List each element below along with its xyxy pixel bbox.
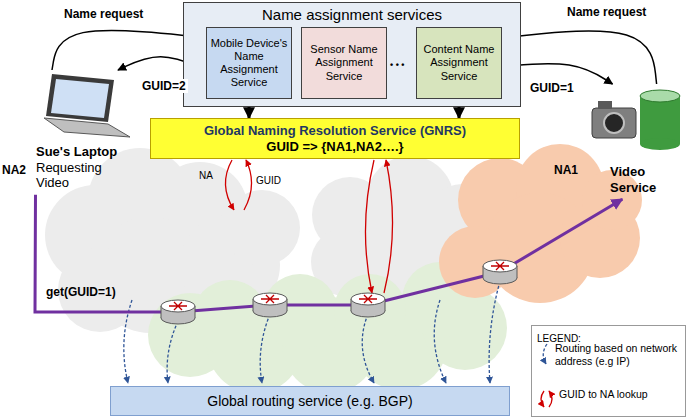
legend-sample	[537, 342, 557, 368]
node-title: Sue's Laptop	[36, 144, 138, 160]
router-top	[483, 260, 517, 272]
router-icon	[161, 300, 195, 324]
node-subtitle: GUID => {NA1,NA2….}	[266, 139, 403, 155]
network-cloud	[45, 148, 300, 333]
label-box: GUID	[256, 170, 281, 188]
node-subtitle: Requesting Video	[36, 160, 138, 191]
legend-item: GUID to NA lookup	[537, 388, 683, 401]
node-title: Global routing service (e.g. BGP)	[207, 393, 412, 410]
legend-loop-arrow	[549, 391, 552, 407]
edge-label: GUID=1	[528, 81, 576, 95]
database-bottom	[640, 138, 680, 150]
ellipsis-mark: • • •	[390, 60, 404, 70]
router-icon	[483, 260, 517, 284]
label-box: NA	[199, 165, 213, 183]
camera-body	[592, 108, 636, 138]
node-title: Name assignment services	[188, 6, 516, 24]
routing-arrow	[260, 314, 270, 383]
legend-text: GUID to NA lookup	[559, 388, 683, 401]
laptop-screen-frame	[46, 74, 114, 122]
service-box: Content Name Assignment Service	[416, 27, 502, 99]
node-title: Mobile Device's Name Assignment Service	[210, 37, 288, 90]
node-title: Sensor Name Assignment Service	[305, 43, 383, 83]
connector-arrow	[502, 31, 657, 84]
router-arrows	[491, 262, 509, 270]
edge-label-box: get(GUID=1)	[44, 282, 118, 300]
laptop-client: Sue's LaptopRequesting Video	[30, 70, 140, 195]
node-title: Content Name Assignment Service	[420, 43, 498, 83]
router-top	[253, 293, 287, 305]
camera-lens	[604, 113, 624, 133]
router-arrows	[261, 295, 279, 303]
legend-dashed-arrow	[543, 344, 547, 364]
routing-arrow	[434, 300, 446, 383]
router-top	[161, 300, 195, 312]
lookup-arrow	[225, 160, 234, 210]
lookup-arrow	[244, 160, 252, 210]
edge-label-box: Name request	[565, 2, 648, 20]
address-label: NA2	[2, 163, 26, 177]
router-arrows	[359, 295, 377, 303]
edge-label-box: GUID=1	[528, 78, 576, 96]
edge-label: GUID=2	[140, 79, 188, 93]
request-path	[35, 195, 622, 312]
video-server: Video Service	[588, 84, 686, 199]
router-icon	[253, 293, 287, 317]
routing-service-bar: Global routing service (e.g. BGP)	[110, 386, 510, 416]
camera-icon	[588, 84, 686, 162]
edge-label-box: Name request	[62, 4, 145, 22]
legend-loop-arrow	[541, 391, 544, 407]
routing-arrow	[362, 314, 374, 383]
cloud-lobe	[192, 280, 268, 356]
laptop-icon	[30, 70, 140, 142]
service-box: Mobile Device's Name Assignment Service	[206, 27, 292, 99]
router-icon	[351, 293, 385, 317]
router-top	[351, 293, 385, 305]
service-box: Sensor Name Assignment Service	[301, 27, 387, 99]
label-box: LEGEND:	[537, 328, 581, 346]
legend-text: Routing based on network address (e.g IP…	[555, 342, 683, 368]
lookup-label: GUID	[256, 175, 281, 186]
address-label: NA1	[554, 163, 578, 177]
router-arrows	[169, 302, 187, 310]
service-group: Mobile Device's Name Assignment Service S…	[183, 2, 521, 107]
lookup-arrow	[384, 160, 393, 293]
lookup-label: NA	[199, 170, 213, 181]
camera-viewfinder	[598, 101, 612, 109]
routing-arrow	[167, 321, 178, 383]
edge-label: Name request	[565, 5, 648, 19]
legend-sample	[537, 388, 557, 414]
routing-arrow	[489, 281, 500, 383]
edge-label: Name request	[62, 7, 145, 21]
label-box: NA2	[2, 160, 26, 178]
lookup-arrow	[365, 160, 374, 293]
database-body	[640, 96, 680, 144]
legend-item: Routing based on network address (e.g IP…	[537, 342, 683, 368]
node-title: Video Service	[610, 164, 686, 195]
laptop-screen	[51, 79, 109, 118]
node-title: Global Naming Resolution Service (GNRS)	[204, 123, 466, 139]
legend-heading: LEGEND:	[537, 333, 581, 344]
laptop-keyboard	[44, 118, 130, 137]
edge-label: get(GUID=1)	[44, 285, 118, 299]
edge-label-box: GUID=2	[140, 76, 188, 94]
resolution-service-box: Global Naming Resolution Service (GNRS)G…	[150, 118, 520, 159]
label-box: • • •	[390, 54, 404, 72]
cloud-lobe	[224, 190, 300, 266]
label-box: NA1	[554, 160, 578, 178]
database-top	[640, 90, 680, 102]
